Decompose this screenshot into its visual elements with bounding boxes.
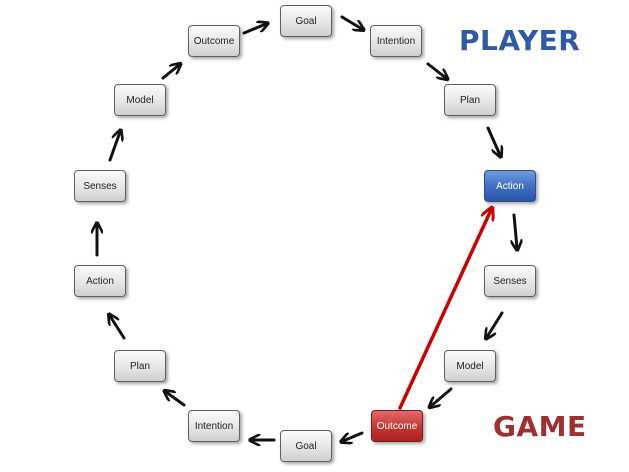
node-p-senses: Senses <box>74 170 126 202</box>
node-p-action: Action <box>484 170 536 202</box>
flow-arrow <box>340 15 362 29</box>
feedback-arrow <box>398 210 491 410</box>
flow-arrow <box>431 387 453 406</box>
node-g-outcome: Outcome <box>371 410 423 442</box>
flow-arrow <box>161 65 179 80</box>
node-p-outcome: Outcome <box>188 25 240 57</box>
node-label: Goal <box>295 440 317 452</box>
node-label: Plan <box>129 360 150 372</box>
node-label: Goal <box>295 15 317 27</box>
node-label: Action <box>86 275 114 287</box>
node-label: Model <box>456 360 484 372</box>
node-p-plan: Plan <box>444 84 496 116</box>
node-g-intention: Intention <box>188 410 240 442</box>
node-label: Intention <box>376 35 416 47</box>
node-g-action: Action <box>74 265 126 297</box>
flow-arrow <box>487 311 504 337</box>
flow-arrow <box>514 213 517 248</box>
node-p-model: Model <box>114 84 166 116</box>
node-label: Action <box>496 180 524 192</box>
node-g-goal: Goal <box>280 430 332 462</box>
node-label: Outcome <box>193 35 235 47</box>
flow-arrow <box>110 316 126 340</box>
node-label: Outcome <box>376 420 418 432</box>
flow-arrow <box>486 126 500 155</box>
flow-arrow <box>242 24 266 35</box>
flow-arrow <box>426 62 446 78</box>
node-label: Intention <box>194 420 234 432</box>
flow-arrow <box>166 392 186 407</box>
node-p-intention: Intention <box>370 25 422 57</box>
node-label: Senses <box>83 180 117 192</box>
flow-arrow <box>108 132 120 162</box>
node-g-plan: Plan <box>114 350 166 382</box>
node-label: Senses <box>493 275 527 287</box>
flow-arrow <box>343 431 364 441</box>
player-label: PLAYER <box>459 24 581 57</box>
node-p-goal: Goal <box>280 5 332 37</box>
node-label: Plan <box>459 94 480 106</box>
node-g-model: Model <box>444 350 496 382</box>
game-label: GAME <box>493 410 587 443</box>
node-label: Model <box>126 94 154 106</box>
node-g-senses: Senses <box>484 265 536 297</box>
